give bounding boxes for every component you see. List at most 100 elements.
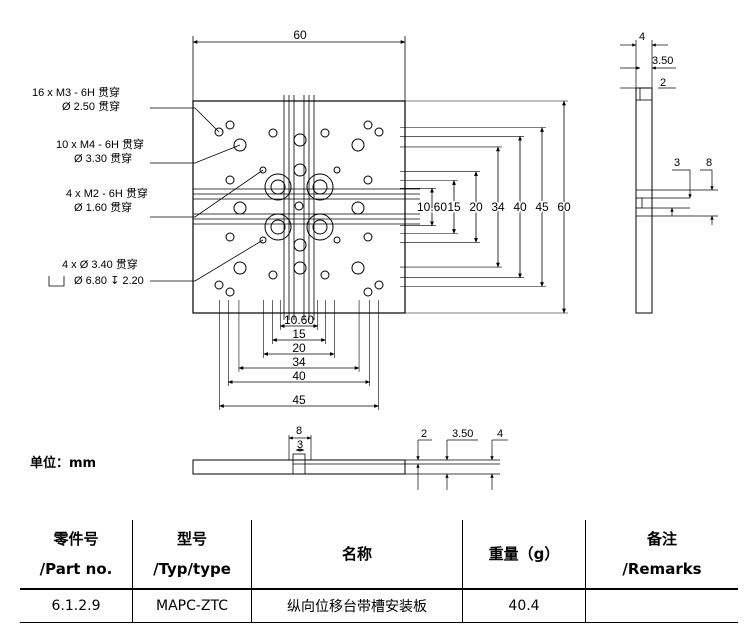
right-dim-label: 40 — [513, 200, 527, 214]
bottom-dim-20: 20 — [263, 300, 335, 358]
side-view — [620, 40, 718, 314]
bottom-dim-15: 15 — [272, 300, 326, 344]
header-name: 名称 — [251, 520, 463, 590]
cell-type: MAPC-ZTC — [132, 589, 252, 623]
hole-m3 — [268, 270, 278, 280]
callout-2-line1: 10 x M4 - 6H 贯穿 — [56, 137, 144, 151]
hole-m4 — [293, 163, 307, 177]
cell-name: 纵向位移台带槽安装板 — [251, 589, 463, 623]
bottom-dim-34: 34 — [238, 300, 360, 372]
hole-m4 — [293, 238, 307, 252]
hole-m4 — [233, 138, 247, 152]
bottom-dim-40: 40 — [227, 300, 371, 386]
right-dim-34 — [400, 146, 502, 268]
holes — [214, 120, 384, 297]
callout-4-line1: 4 x Ø 3.40 贯穿 — [62, 257, 138, 271]
callout-leaders — [150, 107, 264, 282]
right-dim-label: 15 — [447, 200, 461, 214]
front-dim-2: 2 — [421, 428, 427, 440]
hole-m4 — [351, 138, 365, 152]
callout-3-line2: Ø 1.60 贯穿 — [74, 200, 132, 214]
header-part-no: 零件号 /Part no. — [20, 520, 133, 590]
hole-m3 — [225, 175, 235, 185]
hole-counterbore — [264, 213, 292, 241]
bottom-dim-45: 45 — [219, 300, 379, 410]
right-dim-label: 10.60 — [417, 200, 447, 214]
side-dim-4: 4 — [639, 31, 645, 43]
callout-1-line2: Ø 2.50 贯穿 — [62, 99, 120, 113]
header-remarks: 备注 /Remarks — [585, 520, 738, 590]
bottom-dim-label: 10.60 — [284, 313, 314, 327]
front-dim-3-50: 3.50 — [452, 428, 473, 440]
bottom-dim-label: 40 — [292, 369, 306, 383]
right-dim-label: 20 — [469, 200, 483, 214]
hole-m3 — [225, 232, 235, 242]
front-dim-4: 4 — [497, 428, 503, 440]
cell-weight: 40.4 — [462, 589, 586, 623]
counterbore-symbol — [48, 276, 65, 287]
front-slot — [292, 453, 306, 475]
right-dim-20 — [400, 171, 480, 243]
technical-drawing: 60 16 x M3 - 6H 贯穿 Ø 2.50 贯穿 10 x M4 - 6… — [32, 28, 718, 490]
right-dim-60 — [400, 100, 568, 314]
bottom-dim-label: 45 — [292, 393, 306, 407]
bottom-dim-10.60: 10.60 — [279, 300, 319, 330]
side-slot — [635, 197, 643, 209]
slot-lines-vertical — [283, 95, 315, 320]
hole-m4 — [351, 201, 365, 215]
plate-outline — [192, 100, 406, 314]
side-dim-8: 8 — [706, 157, 712, 169]
cell-part-no: 6.1.2.9 — [20, 589, 133, 623]
hole-m2 — [259, 166, 267, 174]
bottom-dim-label: 20 — [292, 341, 306, 355]
front-plate — [192, 459, 406, 475]
hole-m4 — [233, 261, 247, 275]
hole-m4 — [293, 261, 307, 275]
unit-label: 单位：mm — [30, 456, 97, 471]
front-dim-8: 8 — [296, 425, 302, 437]
hole-m3 — [374, 280, 384, 290]
bottom-dim-label: 15 — [292, 327, 306, 341]
callout-4-line2: Ø 6.80 ↧ 2.20 — [74, 275, 144, 287]
hole-m4 — [351, 261, 365, 275]
hole-counterbore — [306, 213, 334, 241]
callout-3-line1: 4 x M2 - 6H 贯穿 — [66, 186, 148, 200]
side-dim-3-50: 3.50 — [652, 55, 673, 67]
hole-m3 — [320, 270, 330, 280]
header-type: 型号 /Typ/type — [132, 520, 252, 590]
hole-m4 — [233, 201, 247, 215]
bottom-view — [192, 435, 508, 490]
hole-m3 — [320, 128, 330, 138]
hole-m2 — [259, 236, 267, 244]
table-header-row: 零件号 /Part no. 型号 /Typ/type 名称 重量（g） 备注 /… — [20, 520, 738, 590]
hole-m3 — [225, 120, 235, 130]
top-view: 60 16 x M3 - 6H 贯穿 Ø 2.50 贯穿 10 x M4 - 6… — [32, 28, 572, 410]
front-dim-3: 3 — [297, 439, 303, 451]
dim-width-top-label: 60 — [293, 28, 307, 42]
callout-1-line1: 16 x M3 - 6H 贯穿 — [32, 85, 120, 99]
callout-2-line2: Ø 3.30 贯穿 — [74, 151, 132, 165]
right-dim-15 — [400, 180, 458, 234]
right-dim-40 — [400, 135, 524, 279]
hole-m3 — [268, 128, 278, 138]
table-row: 6.1.2.9 MAPC-ZTC 纵向位移台带槽安装板 40.4 — [20, 589, 738, 623]
bottom-dim-label: 34 — [292, 355, 306, 369]
hole-m2 — [333, 166, 341, 174]
dim-width-top — [192, 36, 406, 101]
hole-m3 — [214, 127, 224, 137]
hole-counterbore — [306, 173, 334, 201]
hole-m3 — [214, 280, 224, 290]
hole-center — [294, 201, 304, 211]
hole-m2 — [333, 236, 341, 244]
hole-m3 — [363, 232, 373, 242]
hole-m3 — [363, 120, 373, 130]
right-dim-label: 34 — [491, 200, 505, 214]
right-dim-10.60 — [400, 187, 436, 227]
side-dim-3: 3 — [674, 157, 680, 169]
hole-m3 — [363, 287, 373, 297]
header-weight: 重量（g） — [462, 520, 586, 590]
slot-lines-horizontal — [193, 188, 420, 225]
side-dim-2: 2 — [660, 77, 666, 89]
right-dim-label: 60 — [557, 200, 571, 214]
